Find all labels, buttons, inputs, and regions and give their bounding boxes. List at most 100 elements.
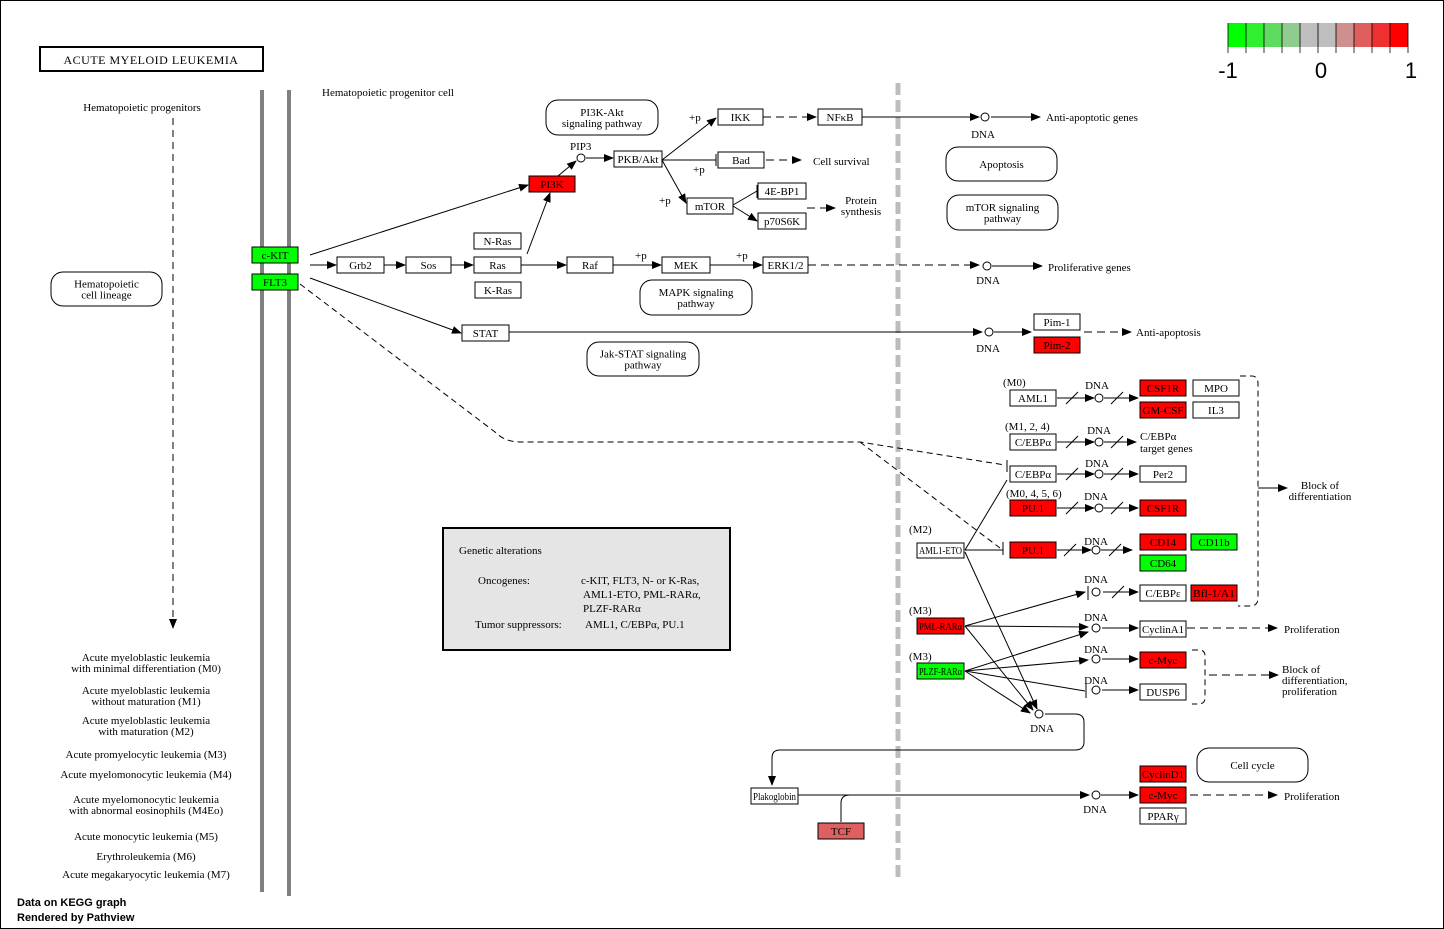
gene-tcf[interactable]: TCF (817, 822, 865, 840)
gene-box[interactable] (717, 108, 764, 126)
gene-box[interactable] (1139, 401, 1187, 419)
gene-box[interactable] (1009, 541, 1057, 559)
gene-pkb[interactable]: PKB/Akt (613, 150, 663, 168)
gene-erk[interactable]: ERK1/2 (762, 256, 809, 274)
gene-pim1[interactable]: Pim-1 (1033, 313, 1081, 331)
pathway-map-box[interactable] (50, 271, 163, 307)
gene-box[interactable] (717, 151, 765, 169)
gene-cd14[interactable]: CD14 (1139, 533, 1187, 551)
pathway-map-apoptosis[interactable]: Apoptosis (945, 146, 1058, 182)
gene-box[interactable] (1139, 786, 1187, 804)
gene-flt3[interactable]: FLT3 (251, 273, 299, 291)
pathway-map-box[interactable] (586, 341, 700, 377)
gene-box[interactable] (1139, 620, 1187, 638)
gene-box[interactable] (1139, 379, 1187, 397)
gene-box[interactable] (661, 256, 711, 274)
gene-box[interactable] (613, 150, 663, 168)
gene-box[interactable] (473, 256, 522, 274)
pathway-map-box[interactable] (946, 194, 1059, 231)
gene-raf[interactable]: Raf (566, 256, 614, 274)
gene-box[interactable] (750, 787, 799, 805)
gene-box[interactable] (1139, 533, 1187, 551)
gene-box[interactable] (817, 108, 863, 126)
gene-box[interactable] (1009, 499, 1057, 517)
gene-box[interactable] (336, 256, 385, 274)
gene-kras[interactable]: K-Ras (474, 281, 522, 299)
gene-aml1eto[interactable]: AML1-ETO (916, 542, 965, 559)
gene-box[interactable] (817, 822, 865, 840)
gene-mek[interactable]: MEK (661, 256, 711, 274)
gene-cmyc-a[interactable]: c-Myc (1139, 651, 1187, 669)
gene-aml1[interactable]: AML1 (1009, 389, 1057, 407)
gene-box[interactable] (405, 256, 452, 274)
gene-box[interactable] (1139, 765, 1187, 783)
gene-box[interactable] (1192, 401, 1240, 419)
gene-box[interactable] (686, 197, 734, 215)
gene-box[interactable] (1190, 533, 1238, 551)
gene-ikk[interactable]: IKK (717, 108, 764, 126)
gene-box[interactable] (251, 246, 299, 264)
pathway-map-box[interactable] (545, 99, 659, 136)
gene-cebpa-b[interactable]: C/EBPα (1009, 465, 1057, 483)
gene-box[interactable] (251, 273, 299, 291)
pathway-map-cell-cycle[interactable]: Cell cycle (1196, 747, 1309, 783)
gene-bfl1[interactable]: Bfl-1/A1 (1190, 584, 1238, 602)
gene-nfkb[interactable]: NFκB (817, 108, 863, 126)
gene-nras[interactable]: N-Ras (473, 232, 522, 250)
gene-bad[interactable]: Bad (717, 151, 765, 169)
gene-ckit[interactable]: c-KIT (251, 246, 299, 264)
gene-box[interactable] (1139, 584, 1187, 602)
gene-pu1-a[interactable]: PU.1 (1009, 499, 1057, 517)
gene-box[interactable] (757, 182, 807, 200)
gene-mpo[interactable]: MPO (1192, 379, 1240, 397)
gene-pi3k[interactable]: PI3K (528, 175, 576, 193)
gene-box[interactable] (1139, 554, 1187, 572)
gene-csf1r-b[interactable]: CSF1R (1139, 499, 1187, 517)
gene-box[interactable] (1009, 433, 1057, 451)
gene-box[interactable] (1009, 389, 1057, 407)
gene-grb2[interactable]: Grb2 (336, 256, 385, 274)
gene-box[interactable] (1139, 651, 1187, 669)
gene-box[interactable] (916, 542, 965, 559)
gene-pmlrara[interactable]: PML-RARα (916, 617, 965, 635)
pathway-map-box[interactable] (1196, 747, 1309, 783)
gene-dusp6[interactable]: DUSP6 (1139, 683, 1187, 701)
gene-box[interactable] (566, 256, 614, 274)
gene-box[interactable] (1190, 584, 1238, 602)
gene-mtor[interactable]: mTOR (686, 197, 734, 215)
gene-cd11b[interactable]: CD11b (1190, 533, 1238, 551)
gene-box[interactable] (1033, 336, 1081, 354)
gene-box[interactable] (1139, 465, 1187, 483)
gene-cebpa-a[interactable]: C/EBPα (1009, 433, 1057, 451)
gene-box[interactable] (916, 617, 965, 635)
gene-box[interactable] (473, 232, 522, 250)
pathway-map-box[interactable] (639, 279, 753, 316)
gene-sos[interactable]: Sos (405, 256, 452, 274)
gene-cebpe[interactable]: C/EBPε (1139, 584, 1187, 602)
gene-cyclind1[interactable]: CyclinD1 (1139, 765, 1187, 783)
gene-pparg[interactable]: PPARγ (1139, 807, 1187, 825)
gene-cmyc-b[interactable]: c-Myc (1139, 786, 1187, 804)
gene-cd64[interactable]: CD64 (1139, 554, 1187, 572)
gene-ebp1[interactable]: 4E-BP1 (757, 182, 807, 200)
gene-gmcsf[interactable]: GM-CSF (1139, 401, 1187, 419)
gene-il3[interactable]: IL3 (1192, 401, 1240, 419)
gene-pim2[interactable]: Pim-2 (1033, 336, 1081, 354)
gene-plzfrara[interactable]: PLZF-RARα (916, 662, 965, 680)
gene-plakoglobin[interactable]: Plakoglobin (750, 787, 799, 805)
gene-pu1-b[interactable]: PU.1 (1009, 541, 1057, 559)
gene-box[interactable] (474, 281, 522, 299)
gene-box[interactable] (757, 212, 807, 230)
gene-stat[interactable]: STAT (461, 324, 510, 342)
gene-box[interactable] (1139, 683, 1187, 701)
gene-box[interactable] (1009, 465, 1057, 483)
gene-box[interactable] (461, 324, 510, 342)
gene-box[interactable] (528, 175, 576, 193)
gene-box[interactable] (762, 256, 809, 274)
gene-csf1r-a[interactable]: CSF1R (1139, 379, 1187, 397)
gene-cyclina1[interactable]: CyclinA1 (1139, 620, 1187, 638)
